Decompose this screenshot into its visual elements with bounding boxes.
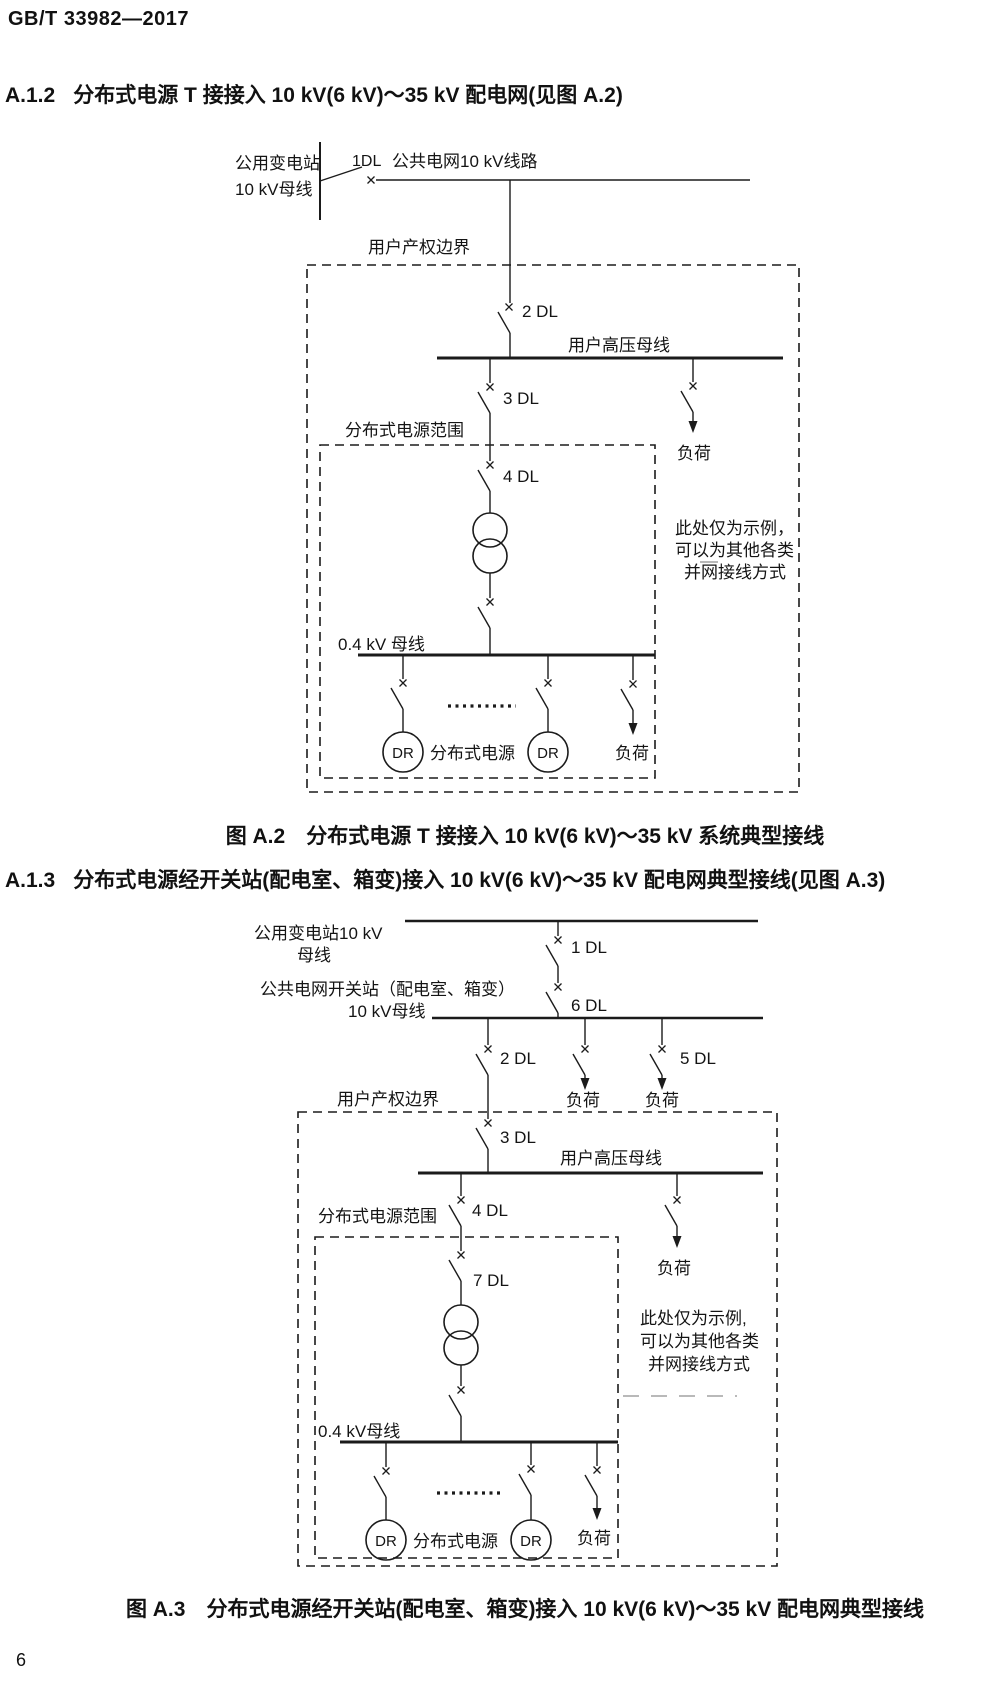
a3-switch-station-label-2: 10 kV母线 (348, 1002, 425, 1021)
a2-dr-branch-2 (527, 655, 569, 773)
a3-breaker-4dl-label: 4 DL (472, 1201, 508, 1220)
a3-breaker-1dl-label: 1 DL (571, 938, 607, 957)
a3-breaker-7dl-label: 7 DL (473, 1271, 509, 1290)
a2-note-line-3: 并网接线方式 (684, 563, 786, 582)
a2-lv-bus-label: 0.4 kV 母线 (338, 635, 425, 654)
a3-dr-branch-2 (510, 1442, 552, 1561)
section-a12-title: 分布式电源 T 接接入 10 kV(6 kV)～35 kV 配电网(见图 A.2… (73, 84, 623, 107)
a2-hv-load-label: 负荷 (677, 444, 711, 463)
a2-note-line-1: 此处仅为示例， (675, 519, 794, 538)
section-a13-heading: A.1.3 分布式电源经开关站(配电室、箱变)接入 10 kV(6 kV)～35 … (5, 864, 885, 894)
a3-transformer-symbol (443, 1304, 479, 1366)
a3-hv-load-label: 负荷 (657, 1259, 691, 1278)
a2-breaker-1dl-symbol (319, 166, 750, 185)
a3-breaker-2dl-symbol (475, 1018, 493, 1119)
a3-lv-load-branch (584, 1442, 603, 1521)
section-a12-number: A.1.2 (5, 84, 56, 107)
a2-breaker-2dl-label: 2 DL (522, 302, 558, 321)
a2-dr-label-1: DR (392, 745, 414, 762)
a3-breaker-5dl-label: 5 DL (680, 1049, 716, 1068)
a3-lv-bus-label: 0.4 kV母线 (318, 1422, 400, 1441)
a3-breaker-3dl-label: 3 DL (500, 1128, 536, 1147)
a3-dg-scope-label: 分布式电源范围 (318, 1207, 437, 1226)
a2-dr-label-2: DR (537, 745, 559, 762)
a2-user-hv-bus-label: 用户高压母线 (568, 336, 670, 355)
a3-ownership-boundary-box (297, 1111, 778, 1567)
figure-a2-labels: 公用变电站 10 kV母线 1DL 公共电网10 kV线路 用户产权边界 2 D… (235, 152, 794, 763)
a3-dr-branch-1 (365, 1442, 407, 1561)
figure-a3-labels: 公用变电站10 kV 母线 1 DL 公共电网开关站（配电室、箱变） 10 kV… (254, 924, 759, 1551)
standard-number-header: GB/T 33982—2017 (8, 8, 189, 30)
section-a13-number: A.1.3 (5, 869, 56, 892)
a3-dr-label-2: DR (520, 1533, 542, 1550)
a2-ownership-boundary-box (306, 264, 800, 793)
figure-a2-caption: 图 A.2 分布式电源 T 接接入 10 kV(6 kV)～35 kV 系统典型… (225, 825, 825, 848)
figure-a3-diagram (297, 919, 778, 1567)
section-a12-heading: A.1.2 分布式电源 T 接接入 10 kV(6 kV)～35 kV 配电网(见… (5, 79, 623, 109)
a2-breaker-2dl-symbol (497, 180, 514, 358)
a2-substation-bus-label-2: 10 kV母线 (235, 180, 312, 199)
a3-breaker-2dl-label: 2 DL (500, 1049, 536, 1068)
a2-breaker-1dl-label: 1DL (352, 153, 381, 170)
a2-ownership-boundary-label: 用户产权边界 (368, 238, 470, 257)
page-number: 6 (16, 1650, 27, 1670)
a3-note-line-2: 可以为其他各类 (640, 1332, 759, 1351)
a2-dr-branch-1 (382, 655, 424, 773)
a2-dg-source-label: 分布式电源 (430, 744, 515, 763)
a3-switch-station-label-1: 公共电网开关站（配电室、箱变） (260, 980, 515, 999)
a3-ownership-boundary-label: 用户产权边界 (337, 1090, 439, 1109)
a3-dg-scope-box (314, 1236, 619, 1559)
a3-lv-load-label: 负荷 (577, 1529, 611, 1548)
a3-dg-source-label: 分布式电源 (413, 1532, 498, 1551)
figure-a2-diagram (306, 142, 800, 793)
a2-lv-load-label: 负荷 (615, 744, 649, 763)
a3-dr-label-1: DR (375, 1533, 397, 1550)
a2-hv-load-branch (680, 358, 699, 434)
a3-breaker-3dl-symbol (475, 1118, 493, 1173)
a3-substation-bus-label-1: 公用变电站10 kV (254, 924, 383, 943)
a3-breaker-7dl-symbol (448, 1250, 466, 1305)
a3-mid-load-branch (572, 1018, 591, 1091)
a3-breaker-4dl-symbol (448, 1173, 466, 1251)
a2-note-line-2: 可以为其他各类 (675, 541, 794, 560)
a3-breaker-5dl-symbol (649, 1018, 668, 1091)
a2-lv-load-branch (620, 655, 639, 736)
a3-user-hv-bus-label: 用户高压母线 (560, 1149, 662, 1168)
a2-breaker-4dl-symbol (477, 460, 495, 513)
a2-dg-scope-label: 分布式电源范围 (345, 421, 464, 440)
section-a13-title: 分布式电源经开关站(配电室、箱变)接入 10 kV(6 kV)～35 kV 配电… (73, 869, 886, 892)
a3-substation-bus-label-2: 母线 (297, 946, 331, 965)
a3-breaker-6dl-label: 6 DL (571, 996, 607, 1015)
figure-a3-caption: 图 A.3 分布式电源经开关站(配电室、箱变)接入 10 kV(6 kV)～35… (125, 1598, 925, 1621)
a2-substation-bus-label-1: 公用变电站 (235, 154, 320, 173)
a3-lv-switch-symbol (448, 1365, 466, 1442)
a2-breaker-3dl-label: 3 DL (503, 389, 539, 408)
a2-dg-scope-box (319, 444, 656, 779)
a2-transformer-symbol (472, 512, 508, 574)
a3-hv-load-branch (664, 1173, 683, 1249)
a3-breaker-6dl-symbol (545, 982, 563, 1018)
a3-5dl-load-label: 负荷 (645, 1091, 679, 1110)
a3-note-line-3: 并网接线方式 (648, 1355, 750, 1374)
a2-public-grid-line-label: 公共电网10 kV线路 (392, 152, 537, 171)
a2-breaker-3dl-symbol (477, 358, 495, 461)
a3-mid-load-label: 负荷 (566, 1091, 600, 1110)
a2-lv-switch-symbol (477, 573, 495, 655)
a3-note-line-1: 此处仅为示例, (640, 1309, 747, 1328)
a2-breaker-4dl-label: 4 DL (503, 467, 539, 486)
a3-breaker-1dl-symbol (545, 921, 563, 983)
